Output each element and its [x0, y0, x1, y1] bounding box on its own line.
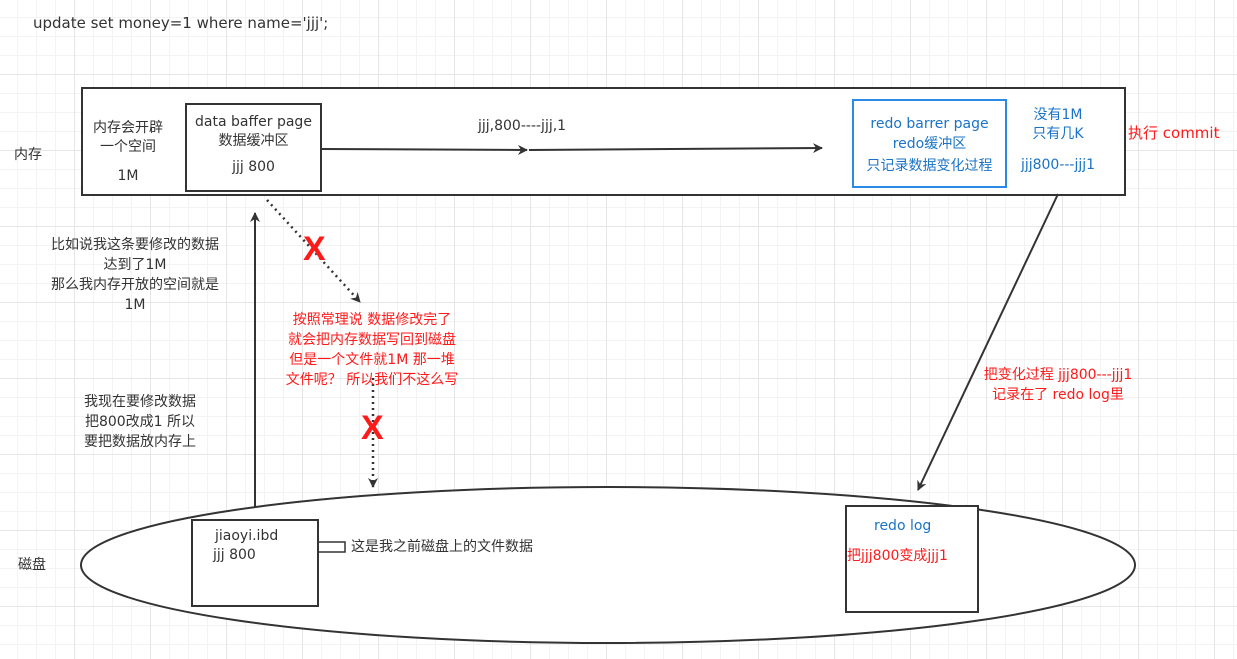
note-line: 达到了1M — [103, 257, 167, 273]
memory-label: 内存 — [14, 147, 42, 163]
file-note: 这是我之前磁盘上的文件数据 — [351, 539, 533, 555]
note-line: 我现在要修改数据 — [84, 394, 196, 410]
note-line: 比如说我这条要修改的数据 — [51, 237, 219, 253]
file-value: jjj 800 — [213, 547, 256, 563]
x-mark-icon: X — [303, 230, 326, 268]
note-line: 把800改成1 所以 — [84, 414, 196, 430]
redo-change: jjj800---jjj1 — [1020, 157, 1096, 173]
alloc-line: 内存会开辟 — [93, 120, 163, 136]
red-note-writeback: 按照常理说 数据修改完了 就会把内存数据写回到磁盘 但是一个文件就1M 那一堆 … — [262, 310, 482, 390]
alloc-line: 一个空间 — [100, 139, 156, 155]
data-buffer-subtitle: 数据缓冲区 — [218, 133, 289, 149]
data-buffer-value: jjj 800 — [232, 159, 275, 175]
left-note-size: 比如说我这条要修改的数据 达到了1M 那么我内存开放的空间就是 1M — [30, 235, 240, 315]
x-mark-icon: X — [361, 409, 384, 447]
redo-size-line: 只有几K — [1032, 126, 1084, 142]
note-line: 就会把内存数据写回到磁盘 — [288, 332, 456, 348]
sql-statement: update set money=1 where name='jjj'; — [33, 14, 329, 32]
note-line: 要把数据放内存上 — [84, 434, 196, 450]
file-jiaoyi-ibd[interactable]: jiaoyi.ibd jjj 800 — [191, 519, 319, 607]
note-line: 按照常理说 数据修改完了 — [292, 312, 452, 328]
redo-log-box[interactable]: redo log 把jjj800变成jjj1 — [845, 505, 979, 613]
disk-label: 磁盘 — [18, 557, 46, 573]
redo-note: 把变化过程 jjj800---jjj1 记录在了 redo log里 — [968, 365, 1148, 405]
commit-label: 执行 commit — [1128, 124, 1220, 142]
note-line: 把变化过程 jjj800---jjj1 — [983, 367, 1133, 383]
change-label: jjj,800----jjj,1 — [478, 118, 567, 134]
redo-size-line: 没有1M — [1033, 107, 1083, 123]
arrow-to-change — [321, 144, 528, 155]
left-note-modify: 我现在要修改数据 把800改成1 所以 要把数据放内存上 — [60, 392, 220, 452]
arrow-to-redo-log — [917, 193, 1059, 491]
note-line: 但是一个文件就1M 那一堆 — [289, 352, 455, 368]
redo-log-title: redo log — [874, 518, 932, 534]
data-buffer-page[interactable]: data baffer page 数据缓冲区 jjj 800 — [185, 103, 322, 192]
arrow-to-redo-buffer — [528, 143, 823, 154]
redo-buffer-desc: 只记录数据变化过程 — [866, 158, 993, 174]
redo-buffer-page[interactable]: redo barrer page redo缓冲区 只记录数据变化过程 — [852, 99, 1007, 188]
data-buffer-title: data baffer page — [195, 114, 312, 130]
note-line: 文件呢？ 所以我们不这么写 — [285, 372, 459, 388]
redo-log-desc: 把jjj800变成jjj1 — [847, 548, 948, 564]
redo-buffer-subtitle: redo缓冲区 — [892, 136, 967, 152]
memory-alloc-text: 内存会开辟 一个空间 1M — [86, 119, 170, 186]
redo-buffer-title: redo barrer page — [870, 116, 989, 132]
file-name: jiaoyi.ibd — [215, 528, 279, 544]
redo-size-text: 没有1M 只有几K jjj800---jjj1 — [1010, 106, 1106, 175]
note-line: 那么我内存开放的空间就是 — [51, 277, 219, 293]
dotted-arrow-writeback — [266, 199, 361, 303]
note-line: 记录在了 redo log里 — [992, 387, 1124, 403]
alloc-size: 1M — [117, 168, 139, 184]
note-line: 1M — [124, 297, 146, 313]
